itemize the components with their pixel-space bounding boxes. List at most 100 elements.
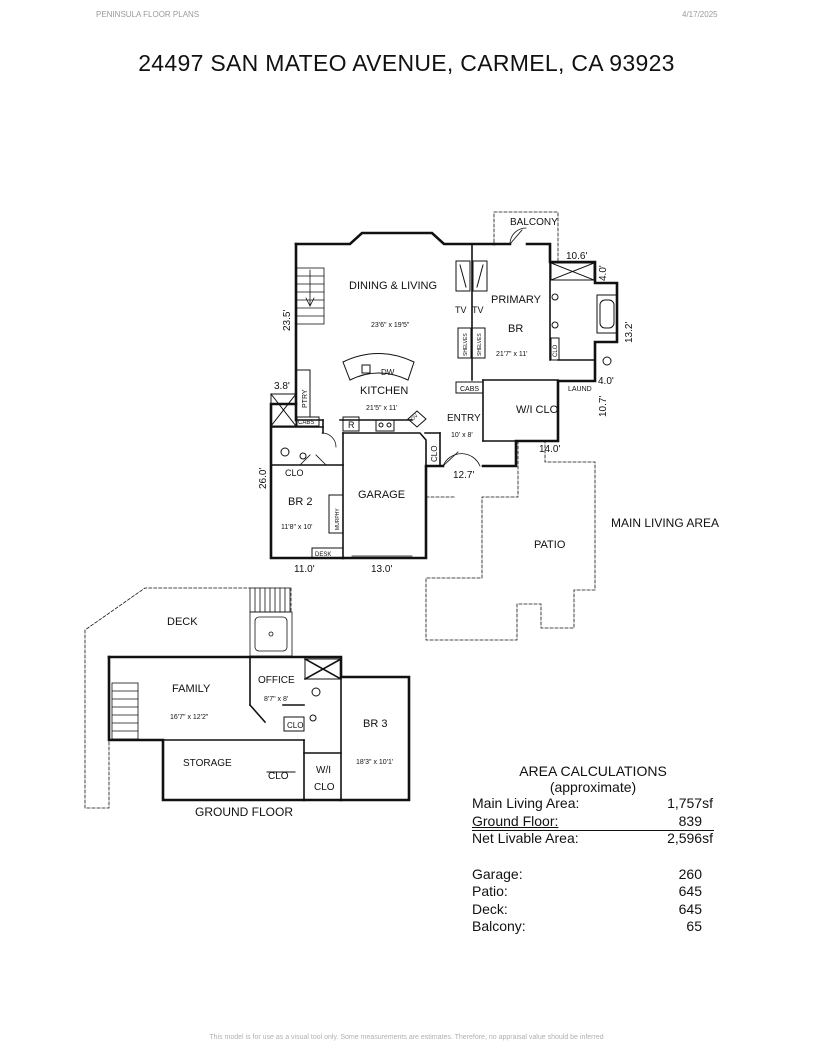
label-garage: GARAGE [358,489,405,501]
area-value: 2,596sf [667,830,713,846]
deck-stairs [249,587,293,657]
dim-13-2: 13.2' [624,322,635,343]
door-swings [299,227,527,467]
area-row-main: Main Living Area: 1,757sf [472,795,717,813]
area-subheading: (approximate) [549,779,637,795]
label-br3: BR 3 [363,718,387,730]
dim-3-8: 3.8' [274,381,290,392]
label-dw: DW [381,368,395,377]
area-row-deck: Deck: 645 [472,901,717,919]
label-balcony: BALCONY [510,217,558,228]
area-value: 645 [678,900,702,917]
area-label: Ground Floor: [472,812,559,829]
kitchen-appliances [342,381,484,432]
label-office: OFFICE [258,675,295,686]
label-patio: PATIO [534,539,566,551]
label-family-dims: 16'7" x 12'2" [170,714,209,721]
label-shelves-1: SHELVES [463,333,469,356]
label-primary-dims: 21'7" x 11' [496,351,528,358]
label-desk: DESK [315,552,331,558]
header-date: 4/17/2025 [682,10,718,19]
label-murphy: MURPHY [335,508,341,530]
label-wi: W/I [316,765,331,776]
dim-4-0-top: 4.0' [598,265,609,281]
label-tv-2: TV [472,305,484,315]
label-ptry: PTRY [302,389,309,408]
label-clo-office: CLO [287,721,303,730]
label-deck: DECK [167,616,198,628]
area-calculations: AREA CALCULATIONS (approximate) Main Liv… [472,763,717,936]
label-tv-1: TV [455,305,467,315]
area-value: 1,757sf [667,795,713,811]
area-heading: AREA CALCULATIONS [519,763,667,779]
area-value: 65 [686,918,702,934]
label-ground-floor: GROUND FLOOR [195,805,293,819]
dim-10-7: 10.7' [598,396,609,417]
dim-11-0: 11.0' [294,564,315,575]
main-stairs [295,267,325,325]
label-dining-dims: 23'6" x 19'5" [371,322,410,329]
label-br2-dims: 11'8" x 10' [281,524,313,531]
area-value: 839 [678,812,702,829]
dim-10-6: 10.6' [566,251,587,262]
area-row-balcony: Balcony: 65 [472,918,717,936]
area-label: Balcony: [472,918,526,934]
label-clo-entry: CLO [430,446,439,462]
label-clo-primary: CLO [553,344,559,357]
label-kitchen: KITCHEN [360,385,408,397]
area-row-net: Net Livable Area: 2,596sf [472,830,717,848]
dim-13-0: 13.0' [371,564,392,575]
label-wi-clo: CLO [314,782,335,793]
dim-26-0: 26.0' [258,468,269,489]
kitchen-island [342,353,415,381]
label-shelves-2: SHELVES [477,333,483,356]
dim-4-0-bottom: 4.0' [598,376,614,387]
label-family: FAMILY [172,683,211,695]
area-label: Main Living Area: [472,795,580,811]
area-value: 645 [678,883,702,899]
label-clo-ground: CLO [268,771,289,782]
label-cabs-br2: CABS [298,420,314,426]
dim-14-0: 14.0' [539,444,560,455]
area-row-patio: Patio: 645 [472,883,717,901]
label-laund: LAUND [568,386,592,393]
disclaimer: This model is for use as a visual tool o… [209,1034,604,1041]
area-label: Garage: [472,865,523,882]
label-kitchen-dims: 21'5" x 11' [366,405,398,412]
bath-fixtures [270,262,618,460]
area-label: Net Livable Area: [472,830,579,846]
label-office-dims: 8'7" x 8' [264,696,288,703]
label-wiclo: W/I CLO [516,404,559,416]
label-primary: PRIMARY [491,294,542,306]
area-row-ground: Ground Floor: 839 [472,813,717,831]
page-title: 24497 SAN MATEO AVENUE, CARMEL, CA 93923 [138,50,675,76]
area-label: Patio: [472,883,508,899]
label-cabs-primary: CABS [460,386,479,393]
tv-cabinets [455,260,488,359]
ground-interior-walls [162,656,343,801]
label-dining-living: DINING & LIVING [349,280,437,292]
header-company: PENINSULA FLOOR PLANS [96,10,200,19]
patio-outline [425,440,596,641]
area-value: 260 [678,865,702,882]
label-br2: BR 2 [288,496,312,508]
label-br3-dims: 18'3" x 10'1' [356,759,393,766]
dim-23-5: 23.5' [282,310,293,331]
label-primary-br: BR [508,323,523,335]
label-storage: STORAGE [183,758,232,769]
label-ov: OV [410,413,420,423]
area-row-garage: Garage: 260 [472,866,717,884]
deck-outline [84,587,292,809]
balcony-outline [493,211,559,263]
ground-stairs [111,682,139,740]
label-entry: ENTRY [447,413,481,424]
label-r: R [348,420,355,430]
main-exterior-walls [269,231,619,560]
label-entry-dims: 10' x 8' [451,432,473,439]
dim-12-7: 12.7' [453,470,474,481]
area-divider [472,830,714,831]
area-label: Deck: [472,900,508,917]
label-main-living-area: MAIN LIVING AREA [611,516,719,530]
label-clo-br2: CLO [285,468,304,478]
